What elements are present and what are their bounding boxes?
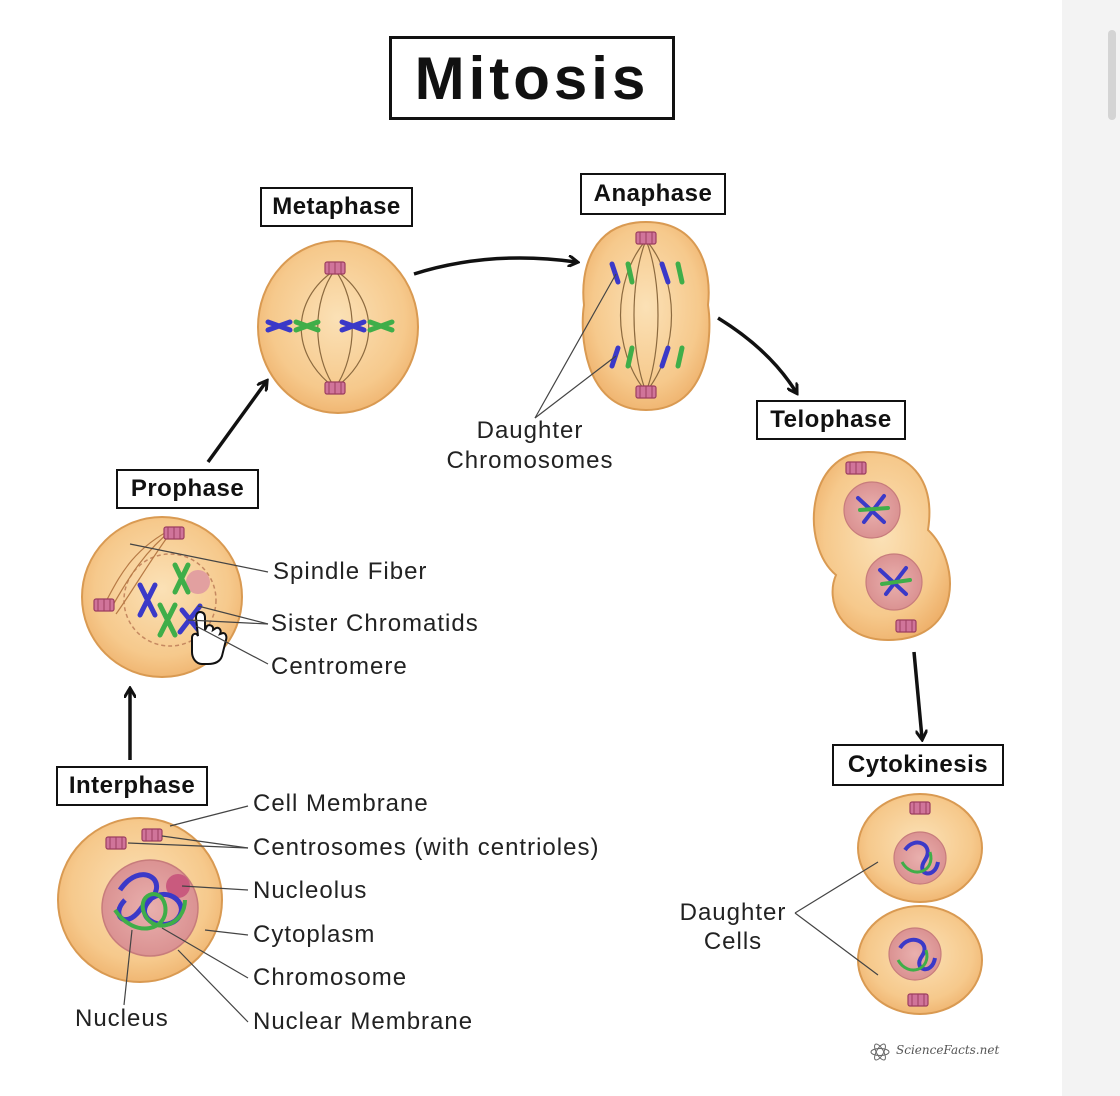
cycle-arrows <box>130 258 922 760</box>
scrollbar-thumb[interactable] <box>1108 30 1116 120</box>
daughter-cell-top <box>857 793 983 903</box>
interphase-cell <box>57 817 223 983</box>
page-title: Mitosis <box>389 36 675 120</box>
metaphase-cell <box>257 240 419 414</box>
stage-label-prophase: Prophase <box>116 469 259 509</box>
label-nuclear-membrane: Nuclear Membrane <box>253 1008 474 1035</box>
label-cytoplasm: Cytoplasm <box>253 921 376 948</box>
label-daughter-cells-line1: Daughter <box>679 899 787 926</box>
label-spindle-fiber: Spindle Fiber <box>273 558 428 585</box>
daughter-cell-bottom <box>857 905 983 1015</box>
label-daughter-chromosomes-line1: Daughter <box>476 417 584 444</box>
stage-label-interphase: Interphase <box>56 766 208 806</box>
stage-label-anaphase: Anaphase <box>580 173 726 215</box>
credit-text: ScienceFacts.net <box>896 1043 1000 1057</box>
arrow-anaphase-to-telophase <box>717 316 796 392</box>
scrollbar-track[interactable] <box>1062 0 1120 1096</box>
label-centrosomes: Centrosomes (with centrioles) <box>253 834 600 861</box>
label-daughter-chromosomes-line2: Chromosomes <box>446 447 614 474</box>
label-chromosome: Chromosome <box>253 964 408 991</box>
stage-label-cytokinesis: Cytokinesis <box>832 744 1004 786</box>
label-nucleolus: Nucleolus <box>253 877 368 904</box>
sciencefacts-logo-icon <box>870 1043 890 1061</box>
anaphase-cell <box>581 220 711 412</box>
label-sister-chromatids: Sister Chromatids <box>271 610 479 637</box>
label-nucleus: Nucleus <box>75 1005 169 1032</box>
arrow-prophase-to-metaphase <box>206 382 266 464</box>
arrow-metaphase-to-anaphase <box>413 258 576 276</box>
arrow-telophase-to-cytokinesis <box>912 651 922 738</box>
label-daughter-cells-line2: Cells <box>703 928 763 955</box>
stage-label-telophase: Telophase <box>756 400 906 440</box>
hand-pointer-icon <box>191 610 228 665</box>
label-centromere: Centromere <box>271 653 408 680</box>
telophase-cell <box>812 450 951 642</box>
interphase-nucleolus <box>166 874 190 898</box>
label-cell-membrane: Cell Membrane <box>253 790 429 817</box>
stage-label-metaphase: Metaphase <box>260 187 413 227</box>
leader-lines <box>123 273 879 1023</box>
